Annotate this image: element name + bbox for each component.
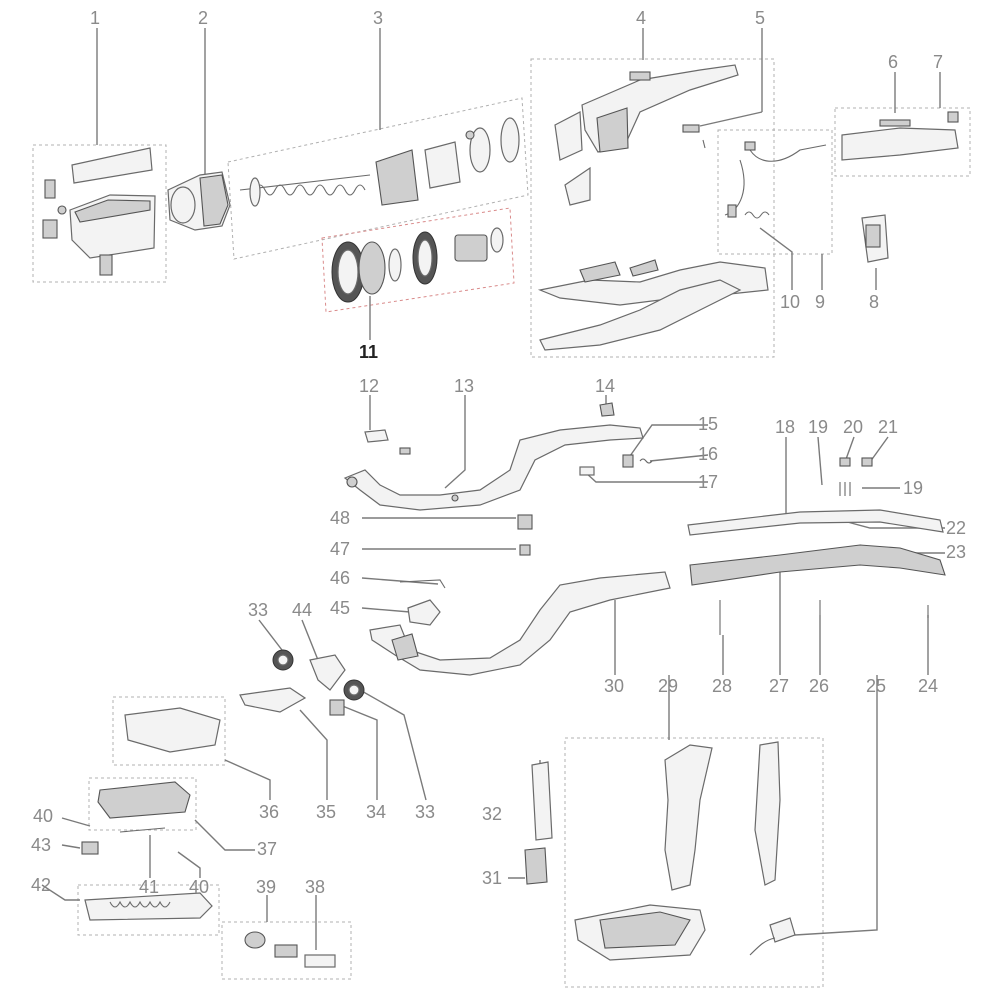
label-47: 47 xyxy=(330,539,350,559)
label-15: 15 xyxy=(698,414,718,434)
label-27: 27 xyxy=(769,676,789,696)
part-29-charging-stand xyxy=(574,741,796,961)
part-30-lower-frame xyxy=(369,571,671,676)
parts-24-28-screws xyxy=(719,600,929,635)
label-39: 39 xyxy=(256,877,276,897)
part-2-cyclone xyxy=(167,171,231,231)
label-31: 31 xyxy=(482,868,502,888)
label-45: 45 xyxy=(330,598,350,618)
label-21: 21 xyxy=(878,417,898,437)
parts-31-32 xyxy=(524,761,553,885)
label-18: 18 xyxy=(775,417,795,437)
part-4-body-shell xyxy=(537,64,769,351)
label-12: 12 xyxy=(359,376,379,396)
label-20: 20 xyxy=(843,417,863,437)
label-23: 23 xyxy=(946,542,966,562)
label-28: 28 xyxy=(712,676,732,696)
label-34: 34 xyxy=(366,802,386,822)
group-box-11 xyxy=(321,207,515,313)
label-33b: 33 xyxy=(415,802,435,822)
part-11-motor xyxy=(331,227,504,303)
leader-lines xyxy=(41,28,945,950)
label-22: 22 xyxy=(946,518,966,538)
label-36: 36 xyxy=(259,802,279,822)
part-9-wiring xyxy=(724,141,827,219)
label-6: 6 xyxy=(888,52,898,72)
label-26: 26 xyxy=(809,676,829,696)
group-box-29 xyxy=(564,737,824,988)
label-9: 9 xyxy=(815,292,825,312)
label-40b: 40 xyxy=(189,877,209,897)
part-7-handle-tube xyxy=(841,111,959,161)
group-box-42 xyxy=(77,884,220,936)
part-13-frame xyxy=(343,424,644,511)
group-box-4 xyxy=(530,58,775,358)
label-2: 2 xyxy=(198,8,208,28)
group-box-36 xyxy=(112,696,226,766)
label-33a: 33 xyxy=(248,600,268,620)
parts-36-43-floor-head xyxy=(81,707,336,968)
label-4: 4 xyxy=(636,8,646,28)
label-10: 10 xyxy=(780,292,800,312)
label-11: 11 xyxy=(359,342,378,362)
label-7: 7 xyxy=(933,52,943,72)
parts-33-35 xyxy=(239,649,365,716)
label-48: 48 xyxy=(330,508,350,528)
group-box-9 xyxy=(717,129,833,255)
label-38: 38 xyxy=(305,877,325,897)
label-8: 8 xyxy=(869,292,879,312)
label-5: 5 xyxy=(755,8,765,28)
group-box-38 xyxy=(221,921,352,980)
label-1: 1 xyxy=(90,8,100,28)
label-30: 30 xyxy=(604,676,624,696)
parts-14-17-small xyxy=(579,402,653,476)
label-43: 43 xyxy=(31,835,51,855)
part-labels: 1 2 3 4 5 6 7 8 9 10 11 12 13 14 15 16 1… xyxy=(31,8,966,897)
group-box-1 xyxy=(32,144,167,283)
part-1-dust-cup xyxy=(42,147,156,276)
label-37: 37 xyxy=(257,839,277,859)
label-19a: 19 xyxy=(808,417,828,437)
label-14: 14 xyxy=(595,376,615,396)
label-42: 42 xyxy=(31,875,51,895)
label-41: 41 xyxy=(139,877,159,897)
label-19b: 19 xyxy=(903,478,923,498)
label-24: 24 xyxy=(918,676,938,696)
parts-18-23-rails xyxy=(687,457,946,586)
label-16: 16 xyxy=(698,444,718,464)
part-8-switch xyxy=(861,214,889,263)
label-25: 25 xyxy=(866,676,886,696)
group-box-7 xyxy=(834,107,971,177)
label-32: 32 xyxy=(482,804,502,824)
label-3: 3 xyxy=(373,8,383,28)
parts-44-48 xyxy=(309,514,533,691)
label-13: 13 xyxy=(454,376,474,396)
label-44: 44 xyxy=(292,600,312,620)
group-box-3 xyxy=(227,97,529,260)
label-29: 29 xyxy=(658,676,678,696)
label-46: 46 xyxy=(330,568,350,588)
part-5-clip xyxy=(682,124,706,149)
label-35: 35 xyxy=(316,802,336,822)
part-3-filter-assembly xyxy=(239,117,520,207)
label-17: 17 xyxy=(698,472,718,492)
label-40a: 40 xyxy=(33,806,53,826)
